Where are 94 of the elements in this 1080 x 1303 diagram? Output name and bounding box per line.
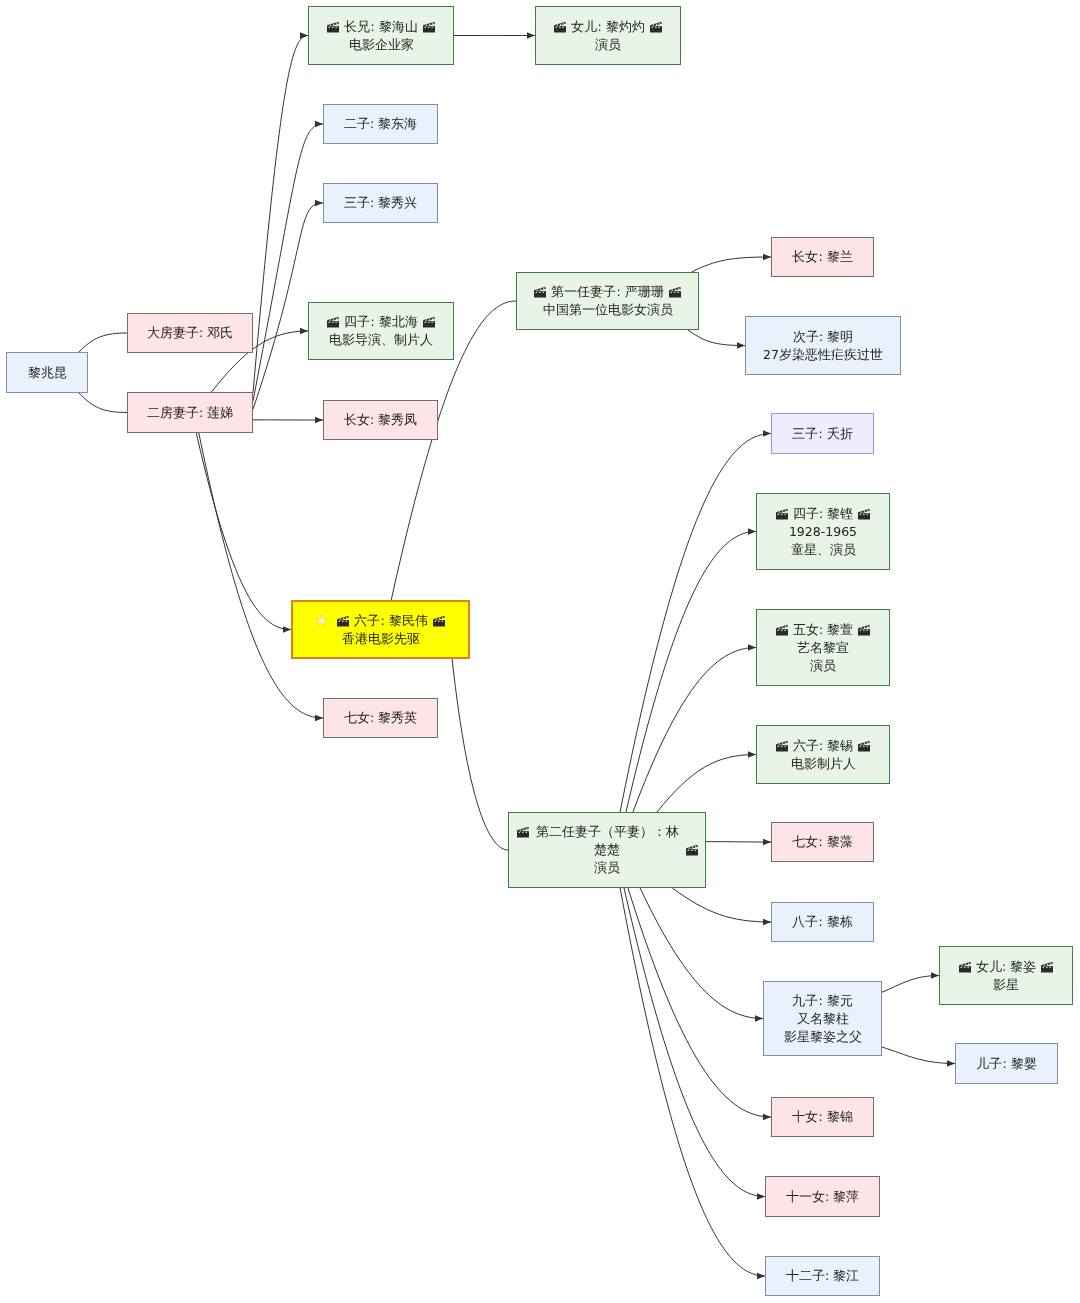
note-text: 演员 <box>810 657 836 673</box>
arrow <box>881 972 940 993</box>
arrow <box>639 887 764 1022</box>
note-text: 艺名黎宣 <box>797 639 849 655</box>
person-box <box>756 725 890 784</box>
highlighted-person-box <box>291 600 470 659</box>
arrow <box>623 887 766 1199</box>
arrow <box>619 887 766 1279</box>
person-box <box>127 313 253 353</box>
person-box <box>939 946 1073 1005</box>
note-text: 电影企业家 <box>348 36 414 52</box>
arrow <box>671 887 772 926</box>
arrow <box>198 432 324 721</box>
arrow <box>252 416 324 424</box>
connector-line <box>390 300 517 601</box>
note-text: 电影制片人 <box>790 755 856 771</box>
name-text: 三子: 黎秀兴 <box>343 195 418 210</box>
arrow <box>195 432 292 633</box>
name-text: 长兄: 黎海山 <box>344 18 418 34</box>
person-box <box>771 237 874 277</box>
arrow <box>252 200 324 410</box>
arrow <box>252 34 309 394</box>
person-box <box>308 302 454 360</box>
person-box <box>323 183 438 223</box>
connector-line <box>78 332 128 353</box>
name-text: 四子: 黎北海 <box>344 314 418 329</box>
arrow <box>687 329 746 349</box>
person-box <box>771 822 874 862</box>
name-text: 十一女: 黎萍 <box>785 1188 860 1204</box>
name-text: 儿子: 黎婴 <box>976 1055 1037 1071</box>
name-text: 三子: 夭折 <box>792 425 853 441</box>
person-box <box>771 413 874 454</box>
person-box <box>127 392 253 433</box>
name-text: 长女: 黎秀凤 <box>343 412 418 427</box>
person-box <box>771 1097 874 1137</box>
name-text: 七女: 黎秀英 <box>343 710 418 725</box>
arrow <box>627 887 772 1120</box>
name-text: 第一任妻子: 严珊珊 <box>551 284 664 299</box>
name-text: 女儿: 黎灼灼 <box>571 18 645 34</box>
person-box <box>765 1256 880 1296</box>
arrow <box>625 529 757 813</box>
person-box <box>323 104 438 144</box>
name-text: 四子: 黎铿 <box>792 505 854 521</box>
arrow <box>619 431 772 813</box>
arrow <box>881 1046 956 1067</box>
connector-line <box>451 658 509 851</box>
person-box <box>745 316 901 375</box>
note-text: 影星 <box>993 976 1019 992</box>
note-text: 演员 <box>595 36 621 52</box>
arrow <box>705 838 772 846</box>
person-box <box>771 902 874 942</box>
person-box <box>535 6 681 65</box>
name-text: 五女: 黎萱 <box>792 621 854 637</box>
person-box <box>756 493 890 570</box>
name-text: 七女: 黎藻 <box>792 834 853 849</box>
note-text: 又名黎柱 <box>796 1010 849 1026</box>
arrow <box>453 32 536 39</box>
name-text: 六子: 黎民伟 <box>354 612 428 628</box>
name-text: 十女: 黎锦 <box>792 1109 853 1124</box>
name-text: 女儿: 黎姿 <box>975 958 1037 974</box>
note-text: 27岁染恶性疟疾过世 <box>763 346 883 362</box>
person-box <box>323 400 438 440</box>
person-box <box>308 6 454 65</box>
note-text: 影星黎姿之父 <box>783 1028 862 1044</box>
person-box <box>516 272 699 330</box>
name-text: 次子: 黎明 <box>792 328 854 344</box>
person-box <box>6 352 88 393</box>
name-text: 二子: 黎东海 <box>343 116 418 131</box>
name-text: 八子: 黎栋 <box>792 914 853 929</box>
note-text: 1928-1965 <box>788 523 858 539</box>
person-box <box>756 609 890 686</box>
name-text: 第二任妻子（平妻）：林楚楚 <box>534 823 680 859</box>
name-text: 长女: 黎兰 <box>792 249 853 264</box>
note-text: 中国第一位电影女演员 <box>542 302 673 317</box>
name-text: 二房妻子: 莲娣 <box>146 404 234 420</box>
connector-line <box>78 392 128 413</box>
name-text: 九子: 黎元 <box>792 992 853 1008</box>
person-box <box>763 981 882 1056</box>
name-text: 黎兆昆 <box>27 364 67 380</box>
person-box <box>323 698 438 738</box>
name-text: 大房妻子: 邓氏 <box>146 325 234 340</box>
person-box <box>765 1176 880 1217</box>
arrow <box>656 751 757 813</box>
name-text: 六子: 黎锡 <box>792 737 854 753</box>
person-box <box>955 1043 1058 1084</box>
name-text: 十二子: 黎江 <box>785 1268 860 1283</box>
arrow <box>210 327 309 393</box>
note-text: 香港电影先驱 <box>341 630 420 646</box>
note-text: 电影导演、制片人 <box>329 332 433 347</box>
note-text: 童星、演员 <box>790 541 856 557</box>
arrow <box>691 253 772 273</box>
person-box <box>508 812 706 888</box>
arrow <box>632 644 757 813</box>
note-text: 演员 <box>594 860 620 875</box>
